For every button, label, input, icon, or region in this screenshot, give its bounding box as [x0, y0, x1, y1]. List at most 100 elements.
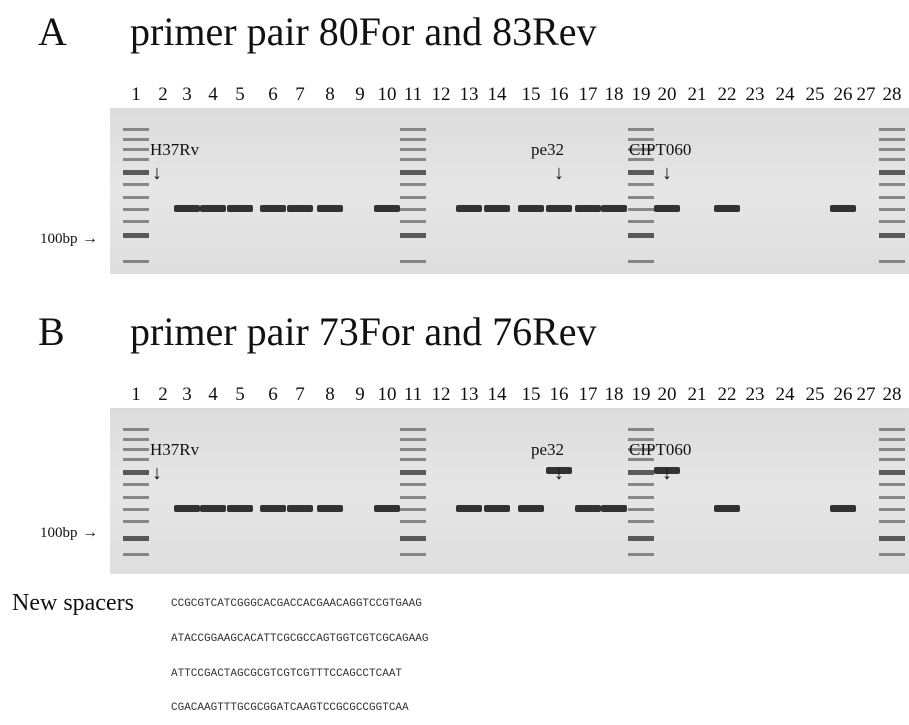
ladder-band [400, 520, 426, 523]
ladder-band [400, 438, 426, 441]
ladder-band [879, 220, 905, 223]
ladder-band [123, 438, 149, 441]
ladder-band [123, 233, 149, 238]
ladder-band [400, 448, 426, 451]
lane-number: 14 [487, 84, 507, 105]
ladder-band [879, 208, 905, 211]
spacer-sequence: ATACCGGAAGCACATTCGCGCCAGTGGTCGTCGCAGAAG [171, 633, 429, 645]
ladder-lane [123, 428, 149, 556]
ladder-band [628, 158, 654, 161]
lane-number: 13 [459, 84, 479, 105]
ladder-band [400, 458, 426, 461]
ladder-band [879, 128, 905, 131]
ladder-band [400, 196, 426, 199]
lane-number: 9 [355, 84, 365, 105]
panel-title: primer pair 80For and 83Rev [130, 9, 597, 54]
lane-number: 25 [805, 384, 825, 405]
pcr-band [174, 505, 200, 512]
ladder-band [123, 220, 149, 223]
pcr-band [546, 467, 572, 474]
ladder-band [879, 508, 905, 511]
ladder-band [628, 138, 654, 141]
pcr-band [374, 505, 400, 512]
ladder-band [123, 496, 149, 499]
pcr-band [317, 205, 343, 212]
down-arrow-icon: ↓ [662, 162, 672, 184]
ladder-band [628, 470, 654, 475]
ladder-band [879, 233, 905, 238]
lane-number: 11 [403, 84, 423, 105]
panel-letter: A [38, 9, 67, 54]
pcr-band [518, 505, 544, 512]
ladder-band [400, 148, 426, 151]
ladder-band [123, 170, 149, 175]
ladder-band [400, 138, 426, 141]
lane-number: 4 [208, 84, 218, 105]
ladder-band [879, 148, 905, 151]
lane-number: 12 [431, 84, 451, 105]
ladder-band [879, 448, 905, 451]
ladder-band [123, 458, 149, 461]
ladder-band [123, 196, 149, 199]
lane-number: 28 [882, 84, 902, 105]
lane-number: 23 [745, 384, 765, 405]
lane-number: 21 [687, 384, 707, 405]
ladder-band [879, 260, 905, 263]
lane-number: 12 [431, 384, 451, 405]
pcr-band [714, 505, 740, 512]
lane-number: 18 [604, 84, 624, 105]
lane-number: 2 [158, 84, 168, 105]
pcr-band [830, 205, 856, 212]
ladder-band [400, 128, 426, 131]
ladder-band [400, 260, 426, 263]
lane-number: 11 [403, 384, 423, 405]
ladder-band [879, 158, 905, 161]
lane-number: 2 [158, 384, 168, 405]
pcr-band [200, 505, 226, 512]
pcr-band [317, 505, 343, 512]
pcr-band [484, 505, 510, 512]
down-arrow-icon: ↓ [554, 462, 564, 484]
ladder-band [879, 483, 905, 486]
pcr-band [374, 205, 400, 212]
lane-number: 6 [268, 84, 278, 105]
pcr-band [518, 205, 544, 212]
spacers-title: New spacers [12, 590, 134, 616]
ladder-band [400, 508, 426, 511]
ladder-band [628, 220, 654, 223]
sample-label: H37Rv [150, 140, 200, 159]
right-arrow-icon: → [82, 524, 98, 541]
lane-number: 23 [745, 84, 765, 105]
lane-number: 25 [805, 84, 825, 105]
ladder-band [123, 448, 149, 451]
lane-number: 20 [657, 384, 677, 405]
lane-number: 27 [856, 84, 876, 105]
ladder-band [628, 508, 654, 511]
pcr-band [260, 505, 286, 512]
ladder-band [123, 483, 149, 486]
ladder-band [123, 553, 149, 556]
ladder-band [628, 536, 654, 541]
spacer-sequence: CGACAAGTTTGCGCGGATCAAGTCCGCGCCGGTCAA [171, 702, 409, 714]
pcr-band [260, 205, 286, 212]
gel-image [110, 408, 909, 574]
down-arrow-icon: ↓ [554, 162, 564, 184]
ladder-band [400, 233, 426, 238]
ladder-band [879, 536, 905, 541]
ladder-band [400, 553, 426, 556]
lane-number: 26 [833, 84, 853, 105]
ladder-band [879, 553, 905, 556]
ladder-band [400, 183, 426, 186]
new-spacers-section: New spacers CCGCGTCATCGGGCACGACCACGAACAG… [0, 585, 909, 725]
lane-number: 28 [882, 384, 902, 405]
ladder-band [628, 520, 654, 523]
pcr-band [174, 205, 200, 212]
pcr-band [654, 205, 680, 212]
ladder-band [628, 483, 654, 486]
lane-number: 17 [578, 384, 598, 405]
ladder-band [628, 208, 654, 211]
down-arrow-icon: ↓ [152, 162, 162, 184]
ladder-band [400, 536, 426, 541]
pcr-band [456, 205, 482, 212]
